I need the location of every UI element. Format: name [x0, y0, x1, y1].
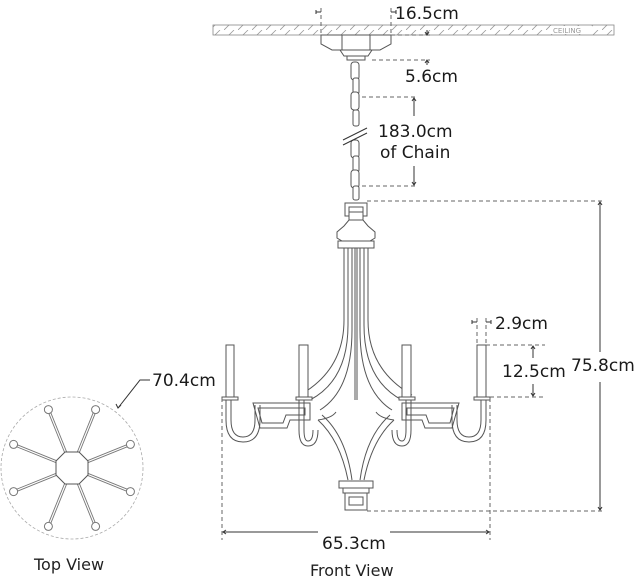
overall-height-label: 75.8cm: [571, 356, 634, 376]
overall-width-label: 65.3cm: [322, 534, 386, 554]
canopy-width-dimension: 16.5cm: [315, 4, 459, 35]
chain-length-dimension: 183.0cm of Chain: [362, 96, 453, 187]
front-view-label: Front View: [310, 561, 394, 580]
top-diameter-label: 70.4cm: [152, 371, 216, 391]
ceiling: CEILING: [212, 24, 615, 36]
top-view-candle-cup: [125, 487, 135, 497]
overall-width-dimension: 65.3cm: [221, 398, 491, 554]
ceiling-label: CEILING: [553, 27, 581, 35]
chandelier-front-view: [221, 202, 491, 511]
candle-width-dimension: 2.9cm: [471, 314, 548, 345]
candle-height-dimension: 12.5cm: [486, 344, 566, 398]
top-view-candle-cup: [43, 521, 53, 531]
top-view-label: Top View: [33, 555, 104, 574]
top-view-candle-cup: [43, 405, 53, 415]
top-view-candle-cup: [91, 521, 101, 531]
canopy: [320, 34, 392, 61]
top-view-candle-cup: [9, 439, 19, 449]
canopy-height-dimension: 5.6cm: [372, 30, 458, 87]
candle: [473, 344, 491, 401]
chain-suffix-label: of Chain: [380, 143, 450, 163]
top-view-candle-cup: [125, 439, 135, 449]
top-view-candle-cup: [91, 405, 101, 415]
candle-width-label: 2.9cm: [495, 314, 548, 334]
overall-height-dimension: 75.8cm: [367, 200, 634, 512]
candle: [295, 344, 313, 401]
canopy-width-label: 16.5cm: [395, 4, 459, 24]
chain: [342, 61, 368, 201]
top-diameter-dimension: 70.4cm: [115, 371, 216, 409]
chain-length-label: 183.0cm: [378, 122, 453, 142]
candle: [221, 344, 239, 401]
candle: [398, 344, 416, 401]
chandelier-top-view: [0, 396, 144, 540]
top-view-candle-cup: [9, 487, 19, 497]
canopy-height-label: 5.6cm: [405, 67, 458, 87]
candle-height-label: 12.5cm: [502, 362, 566, 382]
